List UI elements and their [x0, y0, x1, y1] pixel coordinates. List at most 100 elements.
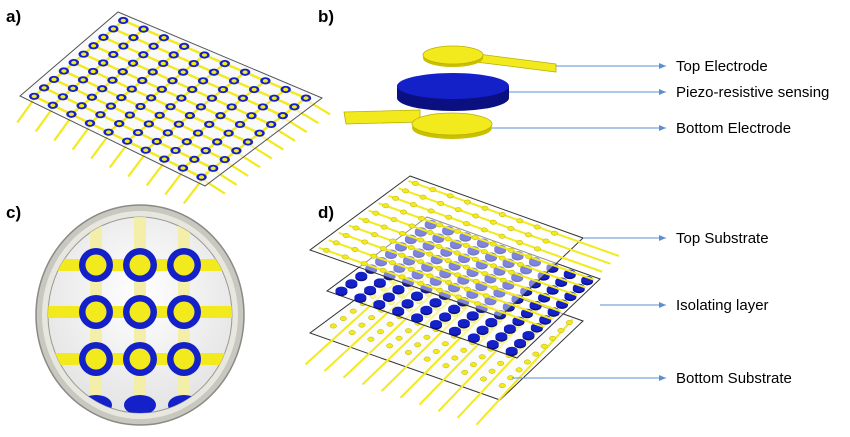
sensor-node-center [167, 104, 174, 109]
bottom-pad [523, 359, 531, 365]
top-row-electrode [318, 246, 545, 328]
sensor-node-center [200, 79, 206, 83]
bottom-pad [565, 320, 573, 326]
bottom-pad [557, 328, 565, 333]
sensing-disk [514, 338, 527, 347]
sensor-node-center [180, 166, 186, 170]
top-row-electrode [328, 239, 553, 321]
sensing-disk [503, 324, 516, 333]
sensing-disk [505, 346, 518, 355]
top-pad [389, 260, 396, 266]
piezo-sensing-disk [397, 73, 509, 111]
top-pad [508, 269, 516, 275]
sensor-node-center [80, 78, 86, 82]
top-pad [429, 187, 437, 193]
bottom-pad [423, 356, 431, 362]
top-pad [490, 263, 498, 269]
top-pad [542, 238, 550, 244]
sensor-node-center [154, 139, 160, 144]
sensor-node-center [268, 122, 274, 127]
sensor-node-center [146, 122, 152, 126]
callout-bottom-electrode: Bottom Electrode [676, 120, 791, 137]
sensor-node-center [130, 61, 136, 66]
top-pad [489, 219, 497, 225]
bottom-pad [549, 335, 556, 341]
top-pad [417, 281, 425, 287]
sensor-node-center [161, 157, 167, 161]
sensor-node-center [262, 79, 268, 83]
callout-sensing: Piezo-resistive sensing [676, 84, 829, 101]
sensor-node-center [118, 95, 124, 100]
sensing-disk [467, 333, 480, 342]
sensing-disk [354, 293, 367, 302]
sensor-node-center [129, 301, 151, 323]
sensing-disk [429, 298, 442, 307]
top-pad [382, 203, 390, 209]
sensor-node-center [129, 348, 151, 370]
top-pad [481, 271, 489, 277]
bottom-pad [461, 369, 469, 375]
bottom-pad [515, 367, 523, 373]
sensor-node-center [160, 61, 166, 66]
top-pad [480, 249, 488, 255]
sensor-node-center [187, 113, 193, 118]
row-electrode [49, 76, 230, 163]
sensor-node-center [280, 113, 286, 118]
top-pad [474, 301, 482, 307]
top-pad [491, 285, 499, 291]
top-pad [454, 272, 462, 278]
top-row-electrode [348, 224, 570, 305]
top-pad [464, 199, 472, 205]
top-pad [426, 251, 434, 257]
top-pad [418, 216, 425, 221]
sensor-node-center [143, 148, 149, 152]
sensor-node-center [214, 140, 220, 144]
top-pad [436, 287, 444, 293]
bottom-pad [432, 348, 440, 354]
sensor-node-center [90, 43, 97, 48]
top-pad [507, 226, 515, 231]
column-electrode [142, 69, 249, 153]
sensor-node-center [60, 95, 66, 99]
bottom-pad [404, 350, 412, 355]
sensing-disk [485, 317, 498, 326]
sensor-node-center [173, 348, 195, 370]
top-pad [462, 242, 470, 248]
sensor-node-center [71, 60, 77, 65]
sensor-node-center [120, 69, 126, 74]
sensor-node-center [81, 52, 87, 56]
top-pad [379, 246, 387, 252]
top-pad [551, 230, 558, 236]
sensor-node-center [203, 148, 209, 153]
top-pad [445, 214, 453, 220]
row-electrode [98, 34, 288, 119]
top-row-electrode [338, 231, 562, 313]
top-pad [341, 254, 349, 260]
panel-label-c: c) [6, 203, 21, 222]
top-pad [516, 262, 524, 268]
sensor-node-center [110, 27, 116, 31]
sensor-node-center [233, 148, 239, 153]
sensor-node-center [303, 96, 309, 100]
bottom-pad [460, 347, 468, 353]
sensor-node-center [240, 96, 246, 101]
top-pad [379, 267, 387, 273]
top-row-electrode [378, 202, 595, 281]
sensor-node-center [242, 70, 248, 75]
sensor-node-center [110, 52, 116, 57]
top-pad [444, 258, 452, 264]
row-electrode [89, 42, 276, 128]
top-pad [351, 247, 359, 252]
top-pad [398, 252, 406, 258]
top-pad [471, 235, 479, 241]
column-electrode [124, 60, 228, 144]
sensor-node-center [283, 87, 289, 92]
sensor-node-center [178, 96, 184, 100]
top-pad [390, 217, 398, 223]
sensor-node-center [159, 87, 165, 92]
sensing-disk [392, 284, 405, 293]
bottom-pad [414, 342, 422, 348]
sensor-node-center [229, 105, 235, 109]
top-pad [489, 241, 497, 247]
sensing-disk [430, 320, 443, 329]
